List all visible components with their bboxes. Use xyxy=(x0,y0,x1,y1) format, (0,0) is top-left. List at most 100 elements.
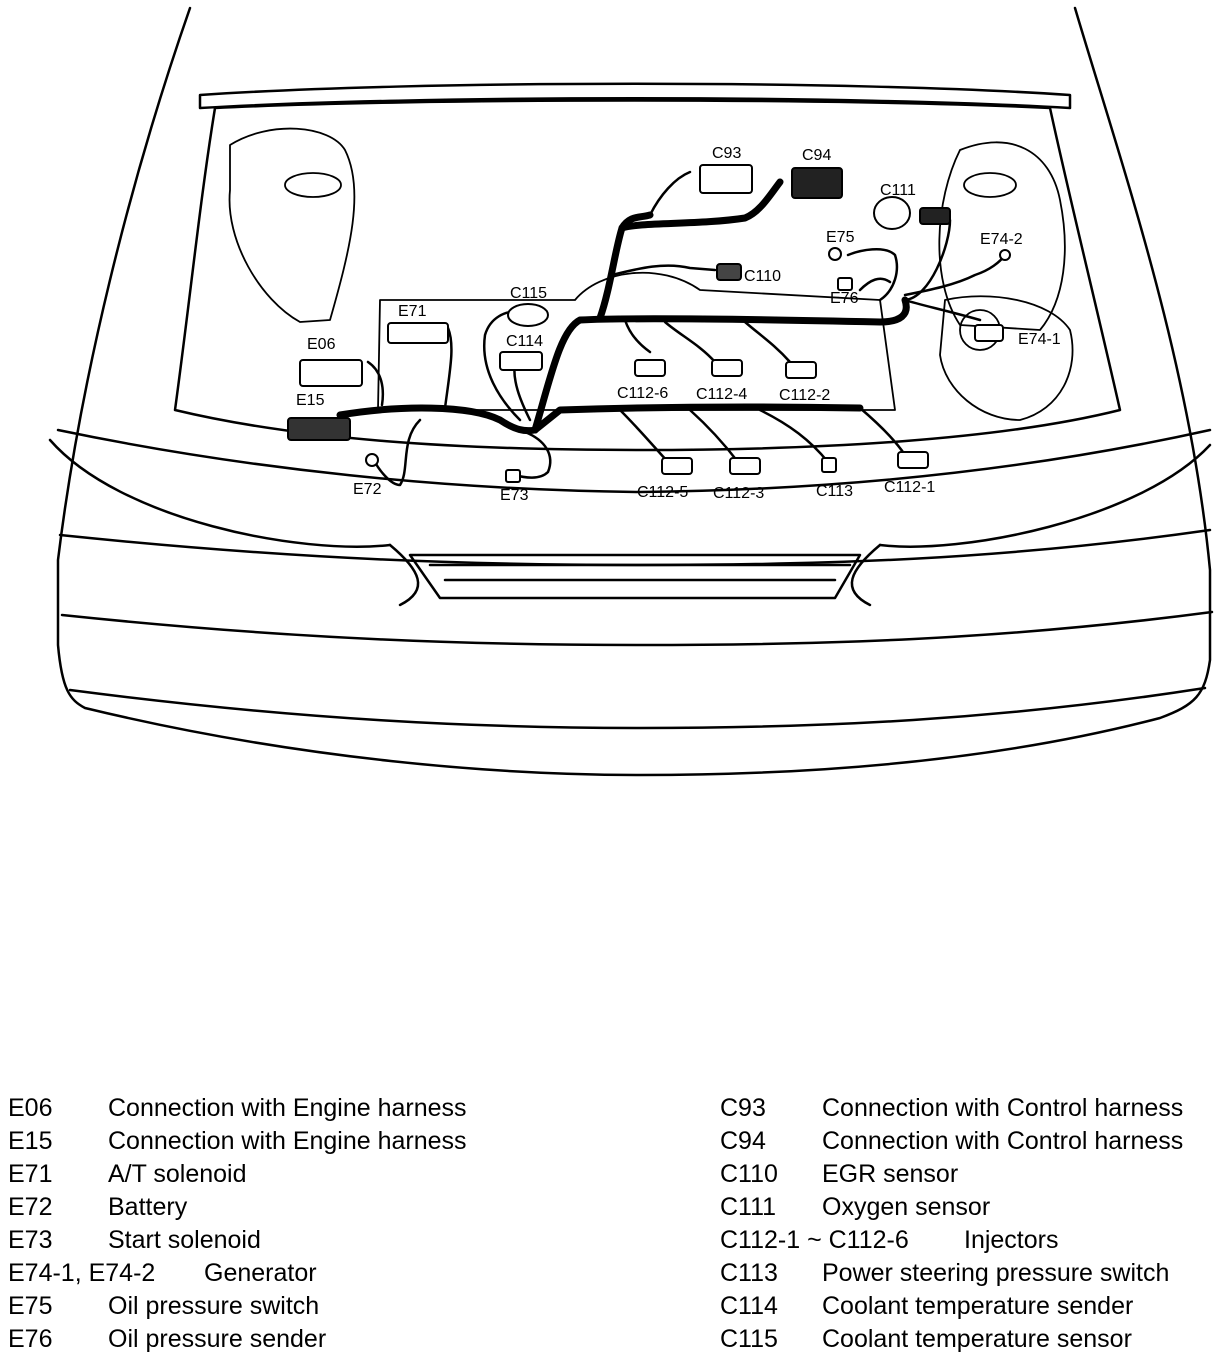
label-c112-1: C112-1 xyxy=(884,479,935,496)
legend-code: C111 xyxy=(720,1193,777,1221)
legend-code: E72 xyxy=(8,1193,53,1221)
legend-description: Generator xyxy=(204,1259,317,1287)
legend-description: Connection with Engine harness xyxy=(108,1127,467,1155)
legend-description: Power steering pressure switch xyxy=(822,1259,1170,1287)
connector-c112-2 xyxy=(785,361,817,379)
legend-row: E74-1, E74-2 Generator xyxy=(8,1257,608,1290)
legend-code: C115 xyxy=(720,1325,778,1353)
legend-row: E75 Oil pressure switch xyxy=(8,1290,608,1323)
legend-code: E76 xyxy=(8,1325,53,1353)
legend-right-column: C93 Connection with Control harness C94 … xyxy=(720,1092,1230,1356)
connector-c112-5 xyxy=(661,457,693,475)
legend-description: Oil pressure switch xyxy=(108,1292,320,1320)
connector-c113 xyxy=(821,457,837,473)
label-c112-6: C112-6 xyxy=(617,385,668,402)
label-c112-3: C112-3 xyxy=(713,485,764,502)
legend-left-column: E06 Connection with Engine harness E15 C… xyxy=(8,1092,608,1356)
label-c110: C110 xyxy=(744,268,781,285)
legend-row: C112-1 ~ C112-6 Injectors xyxy=(720,1224,1230,1257)
legend-code: E71 xyxy=(8,1160,53,1188)
legend-row: E73 Start solenoid xyxy=(8,1224,608,1257)
connector-e75 xyxy=(828,247,842,261)
connector-c94 xyxy=(791,167,843,199)
label-e06: E06 xyxy=(307,336,336,353)
label-c114: C114 xyxy=(506,333,543,350)
label-c113: C113 xyxy=(816,483,853,500)
connector-e71 xyxy=(387,322,449,344)
legend-description: Oil pressure sender xyxy=(108,1325,327,1353)
legend-row: C111 Oxygen sensor xyxy=(720,1191,1230,1224)
legend-description: Battery xyxy=(108,1193,188,1221)
connector-c112-1 xyxy=(897,451,929,469)
label-c111: C111 xyxy=(880,182,916,199)
label-e76: E76 xyxy=(830,290,859,307)
legend-code: C113 xyxy=(720,1259,778,1287)
legend-row: E72 Battery xyxy=(8,1191,608,1224)
legend-row: E15 Connection with Engine harness xyxy=(8,1125,608,1158)
label-c112-4: C112-4 xyxy=(696,386,747,403)
legend-description: Coolant temperature sender xyxy=(822,1292,1134,1320)
connector-c115 xyxy=(507,303,549,327)
connector-c111 xyxy=(873,196,911,230)
legend-description: Injectors xyxy=(964,1226,1059,1254)
label-e72: E72 xyxy=(353,481,382,498)
label-e74-1: E74-1 xyxy=(1018,331,1061,348)
legend-code: C114 xyxy=(720,1292,778,1320)
legend-code: E75 xyxy=(8,1292,53,1320)
legend-row: C110 EGR sensor xyxy=(720,1158,1230,1191)
connector-c112-3 xyxy=(729,457,761,475)
label-e71: E71 xyxy=(398,303,427,320)
legend-code: E73 xyxy=(8,1226,53,1254)
legend-description: Connection with Control harness xyxy=(822,1127,1184,1155)
label-c112-5: C112-5 xyxy=(637,484,688,501)
harness-main-trunk xyxy=(336,178,910,435)
connector-e15 xyxy=(287,417,351,441)
connector-c114 xyxy=(499,351,543,371)
legend-code: E74-1, E74-2 xyxy=(8,1259,156,1287)
legend-row: E06 Connection with Engine harness xyxy=(8,1092,608,1125)
legend-row: C113 Power steering pressure switch xyxy=(720,1257,1230,1290)
legend-description: A/T solenoid xyxy=(108,1160,247,1188)
connector-c112-4 xyxy=(711,359,743,377)
legend-row: E71 A/T solenoid xyxy=(8,1158,608,1191)
legend-code: C112-1 ~ C112-6 xyxy=(720,1226,909,1254)
connector-e74-1 xyxy=(974,324,1004,342)
connector-e72 xyxy=(365,453,379,467)
legend-row: E76 Oil pressure sender xyxy=(8,1323,608,1356)
connector-c110 xyxy=(716,263,742,281)
connector-c112-6 xyxy=(634,359,666,377)
car-body-outline xyxy=(48,6,1214,777)
legend-description: Connection with Engine harness xyxy=(108,1094,467,1122)
label-e15: E15 xyxy=(296,392,325,409)
legend-code: C94 xyxy=(720,1127,766,1155)
legend-description: EGR sensor xyxy=(822,1160,959,1188)
legend-description: Connection with Control harness xyxy=(822,1094,1184,1122)
label-c115: C115 xyxy=(510,285,547,302)
legend-code: C93 xyxy=(720,1094,766,1122)
connector-labels: C93 C94 C111 E75 E74-2 C110 C115 E71 E76… xyxy=(296,145,1061,504)
connector-e76 xyxy=(837,277,853,291)
engine-bay-components xyxy=(228,127,1074,421)
engine-harness-diagram: C93 C94 C111 E75 E74-2 C110 C115 E71 E76… xyxy=(48,6,1214,777)
legend-description: Start solenoid xyxy=(108,1226,261,1254)
connector-shapes xyxy=(287,164,1011,483)
legend-code: E15 xyxy=(8,1127,53,1155)
connector-c93 xyxy=(699,164,753,194)
legend-row: C115 Coolant temperature sensor xyxy=(720,1323,1230,1356)
connector-e74-2 xyxy=(999,249,1011,261)
label-c94: C94 xyxy=(802,147,831,164)
legend-description: Coolant temperature sensor xyxy=(822,1325,1132,1353)
label-e74-2: E74-2 xyxy=(980,231,1023,248)
legend-row: C114 Coolant temperature sender xyxy=(720,1290,1230,1323)
legend-code: C110 xyxy=(720,1160,778,1188)
label-c112-2: C112-2 xyxy=(779,387,830,404)
connector-e73 xyxy=(505,469,521,483)
legend-code: E06 xyxy=(8,1094,53,1122)
label-c93: C93 xyxy=(712,145,741,162)
legend-description: Oxygen sensor xyxy=(822,1193,991,1221)
legend-row: C94 Connection with Control harness xyxy=(720,1125,1230,1158)
label-e75: E75 xyxy=(826,229,855,246)
label-e73: E73 xyxy=(500,487,529,504)
connector-e06 xyxy=(299,359,363,387)
legend-row: C93 Connection with Control harness xyxy=(720,1092,1230,1125)
